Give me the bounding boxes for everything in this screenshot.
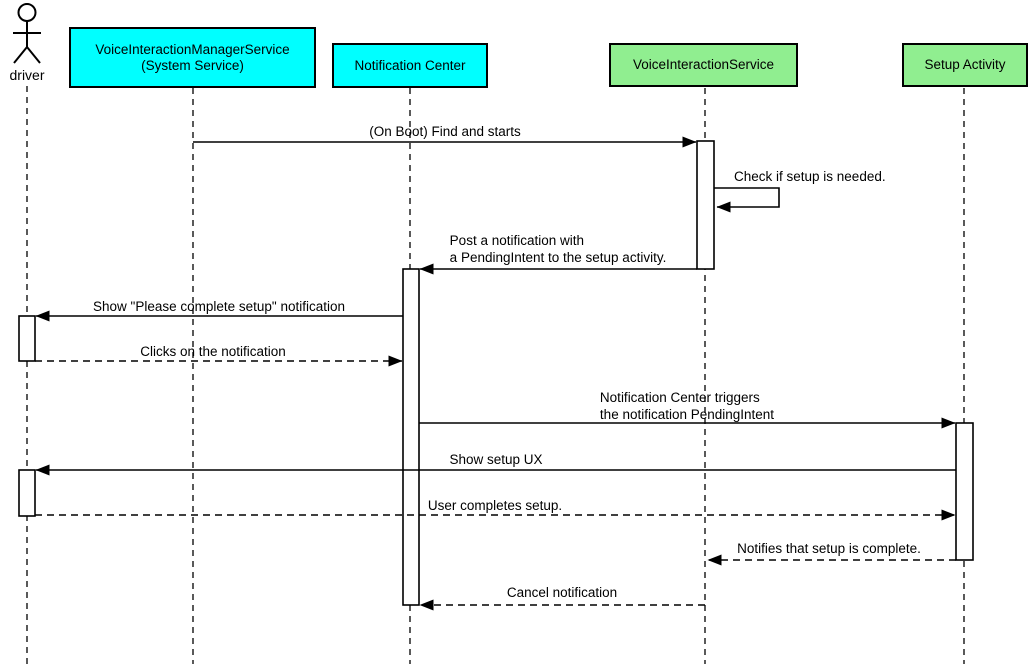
message-label-show-complete-setup-notification: Show "Please complete setup" notificatio… — [93, 299, 345, 314]
message-label-clicks-on-notification: Clicks on the notification — [140, 344, 286, 359]
participant-notification-center: Notification Center — [332, 43, 488, 88]
message-line-check-if-setup-needed — [714, 187, 780, 213]
activation-driver-1 — [18, 315, 36, 362]
message-label-show-setup-ux: Show setup UX — [449, 452, 543, 467]
participant-label: VoiceInteractionService — [632, 57, 775, 72]
actor-label-driver: driver — [9, 67, 45, 83]
participant-label-line: VoiceInteractionManagerService — [95, 41, 290, 57]
activation-notification-center — [402, 268, 420, 606]
activation-voice-interaction-service — [696, 140, 715, 270]
message-label-line: a PendingIntent to the setup activity. — [449, 249, 667, 265]
message-label-user-completes-setup: User completes setup. — [427, 498, 563, 513]
participant-label: Notification Center — [354, 57, 466, 73]
message-label-on-boot-find-and-starts: (On Boot) Find and starts — [369, 124, 521, 139]
actor-head — [17, 3, 37, 22]
participant-label: Setup Activity — [924, 57, 1006, 72]
message-label-notifies-setup-complete: Notifies that setup is complete. — [737, 541, 921, 556]
participant-voice-interaction-manager-service: VoiceInteractionManagerService (System S… — [69, 27, 316, 88]
participant-setup-activity: Setup Activity — [902, 43, 1028, 87]
actor-right-leg — [26, 46, 41, 64]
message-label-check-if-setup-needed: Check if setup is needed. — [734, 169, 886, 184]
message-label-line: Post a notification with — [449, 233, 585, 248]
actor-icon — [13, 3, 41, 64]
participant-label-line: (System Service) — [141, 57, 244, 73]
message-label-line: Notification Center triggers — [599, 390, 760, 405]
message-label-line: the notification PendingIntent — [599, 406, 775, 422]
activation-driver-2 — [18, 469, 36, 517]
activation-setup-activity — [955, 422, 974, 561]
message-label-cancel-notification: Cancel notification — [506, 585, 618, 600]
message-label-triggers-pending-intent: Notification Center triggers the notific… — [600, 390, 774, 423]
actor-left-leg — [13, 46, 28, 64]
participant-voice-interaction-service: VoiceInteractionService — [609, 43, 798, 87]
message-label-post-notification: Post a notification with a PendingIntent… — [450, 233, 667, 266]
